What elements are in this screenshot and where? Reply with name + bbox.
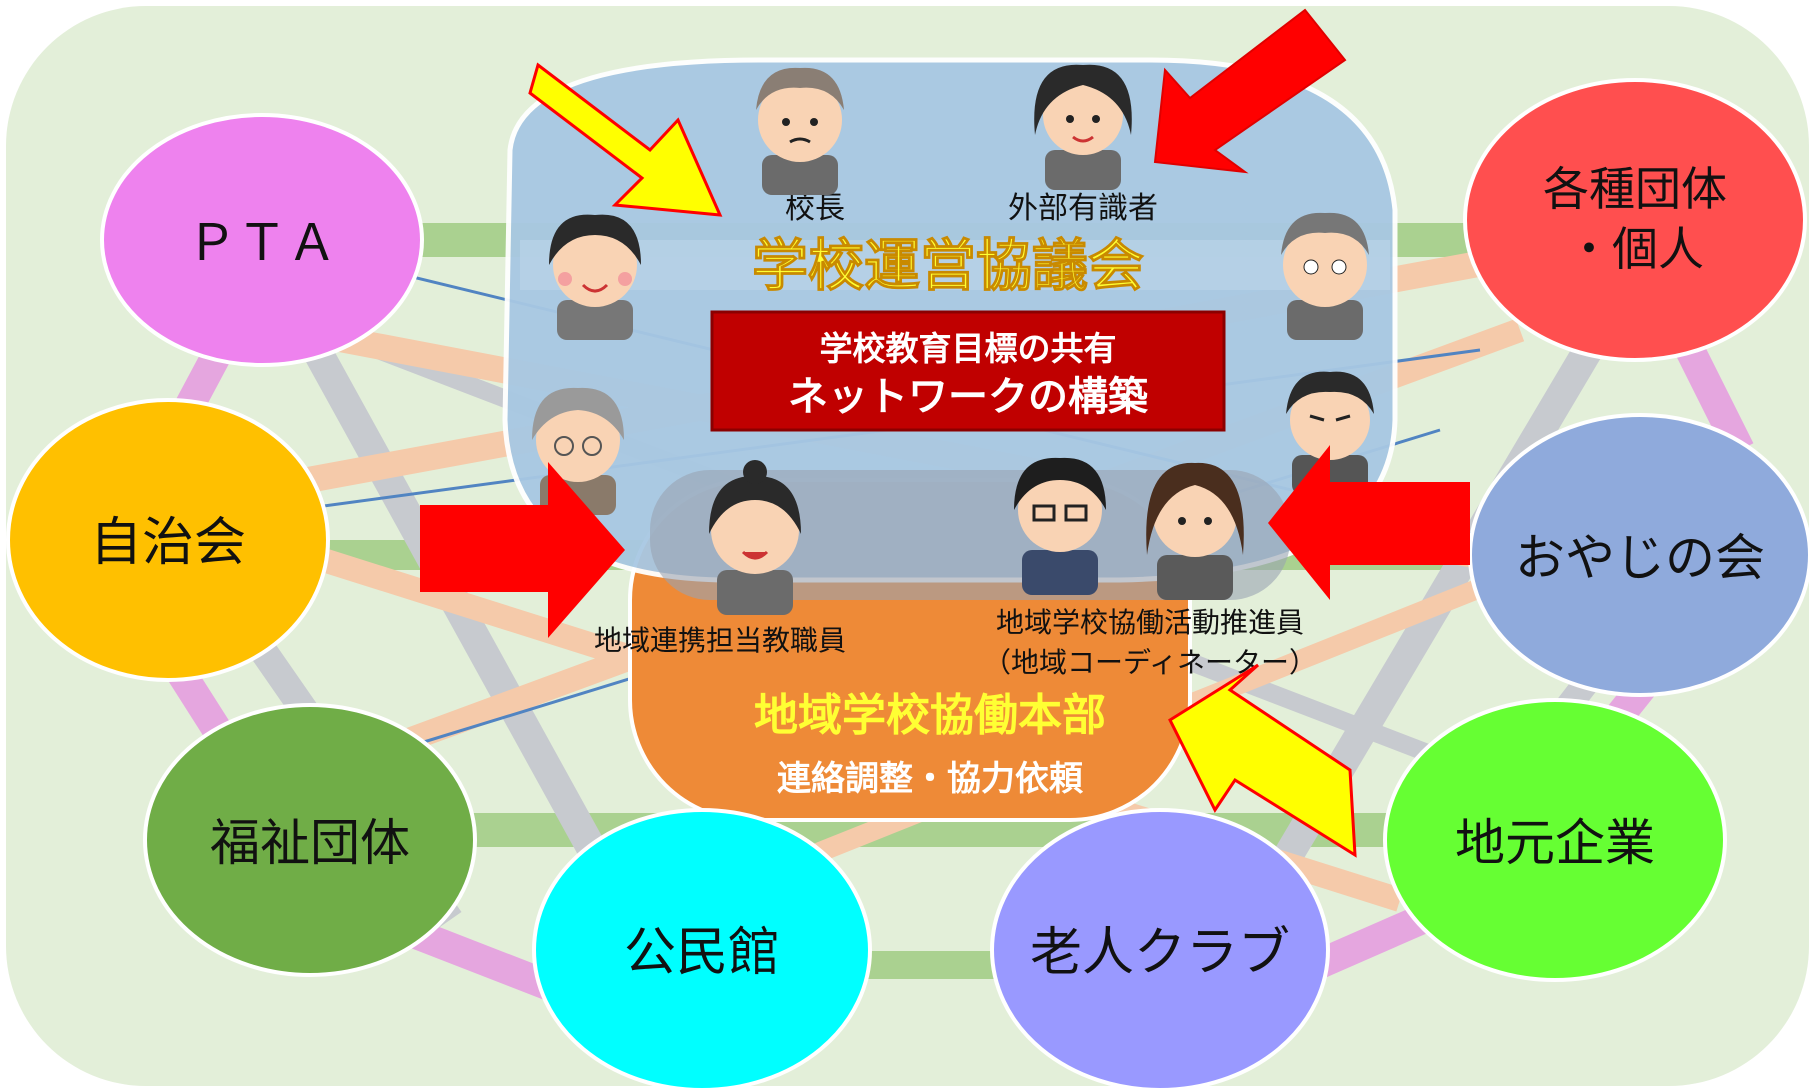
group-pta-label: ＰＴＡ [187, 214, 337, 272]
principal-person-icon [756, 67, 844, 195]
group-pta: ＰＴＡ [100, 113, 424, 367]
group-kakushu-label-line1: 各種団体 [1543, 162, 1727, 216]
expert-person-icon [1034, 64, 1132, 190]
arrow-yellow-topleft [528, 62, 723, 217]
group-fukushi: 福祉団体 [143, 703, 477, 977]
member-left-top-person-icon [549, 214, 641, 340]
headquarters-subtitle: 連絡調整・協力依頼 [777, 759, 1084, 799]
council-title: 学校運営協議会 [752, 234, 1144, 299]
group-kominkan-label: 公民館 [624, 923, 780, 983]
expert-label: 外部有識者 [1008, 191, 1158, 226]
council-banner-line2: ネットワークの構築 [788, 374, 1149, 420]
council-lower-strip [650, 470, 1290, 600]
arrow-yellow-bottomright [1168, 663, 1357, 858]
teacher-label: 地域連携担当教職員 [594, 624, 846, 657]
group-kakushu-label-line2: ・個人 [1566, 222, 1704, 276]
group-jimoto: 地元企業 [1383, 698, 1727, 982]
member-left-mid-person-icon [532, 387, 624, 515]
group-jichikai: 自治会 [6, 398, 330, 682]
principal-label: 校長 [785, 191, 845, 226]
teacher-person-icon [709, 460, 801, 615]
headquarters-title: 地域学校協働本部 [754, 690, 1106, 741]
group-kominkan: 公民館 [532, 808, 872, 1092]
staff-man-person-icon [1014, 457, 1106, 595]
group-kakushu: 各種団体 ・個人 [1463, 78, 1807, 362]
council-banner-line1: 学校教育目標の共有 [820, 329, 1117, 368]
group-jichikai-label: 自治会 [90, 513, 246, 573]
staff-woman-person-icon [1146, 462, 1244, 600]
people-icons [532, 64, 1374, 615]
promoter-label-line1: 地域学校協働活動推進員 [996, 606, 1304, 639]
arrow-red-topright [1153, 8, 1347, 174]
member-right-top-person-icon [1281, 212, 1369, 340]
promoter-label-line2: （地域コーディネーター） [983, 646, 1317, 679]
arrow-red-right [1268, 445, 1470, 600]
title-band [520, 240, 1390, 290]
group-jimoto-label: 地元企業 [1455, 814, 1655, 872]
council-block: 学校運営協議会 学校教育目標の共有 ネットワークの構築 校長 外部有識者 [502, 57, 1398, 600]
group-rojin: 老人クラブ [990, 808, 1330, 1092]
group-oyaji-label: おやじの会 [1515, 529, 1765, 587]
group-rojin-label: 老人クラブ [1030, 923, 1290, 983]
arrows [420, 8, 1470, 858]
arrow-red-left [420, 462, 625, 638]
council-banner [710, 310, 1226, 432]
group-oyaji: おやじの会 [1468, 413, 1812, 697]
group-fukushi-label: 福祉団体 [210, 814, 410, 872]
group-circles: ＰＴＡ 自治会 福祉団体 公民館 老人クラブ 地元企業 おやじの会 各種団体 [6, 78, 1812, 1092]
